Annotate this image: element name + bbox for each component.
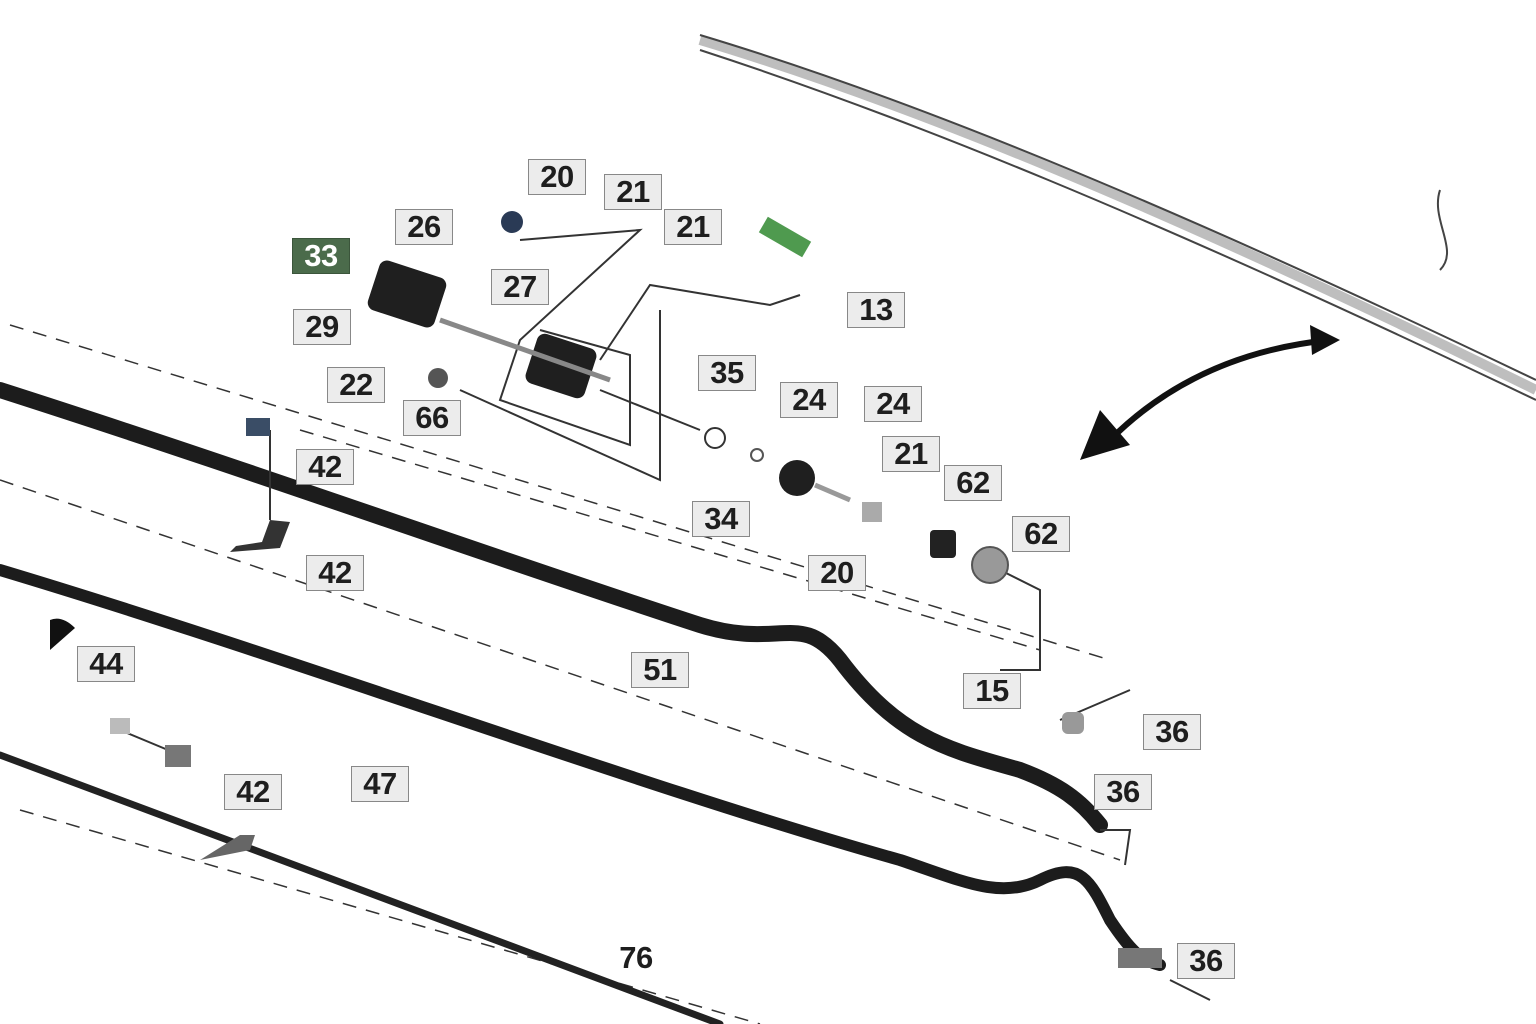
callout-76: 76 (619, 940, 653, 975)
leader-lines (119, 228, 1211, 1001)
callout-21: 21 (604, 174, 662, 210)
dashed-guides (0, 324, 1121, 1024)
callout-29: 29 (293, 309, 351, 345)
callout-35: 35 (698, 355, 756, 391)
callout-44: 44 (77, 646, 135, 682)
callout-42: 42 (224, 774, 282, 810)
callout-42: 42 (296, 449, 354, 485)
callout-34: 34 (692, 501, 750, 537)
callout-21: 21 (664, 209, 722, 245)
callout-20: 20 (808, 555, 866, 591)
callout-22: 22 (327, 367, 385, 403)
cable-76 (0, 751, 724, 1024)
callout-15: 15 (963, 673, 1021, 709)
callout-66: 66 (403, 400, 461, 436)
callout-47: 47 (351, 766, 409, 802)
callout-42: 42 (306, 555, 364, 591)
callout-13: 13 (847, 292, 905, 328)
callout-62: 62 (944, 465, 1002, 501)
callout-24: 24 (864, 386, 922, 422)
callout-21: 21 (882, 436, 940, 472)
callout-36: 36 (1177, 943, 1235, 979)
terrain-inset (698, 34, 1536, 401)
cable-47 (0, 564, 1166, 971)
curved-arrow-icon (1080, 325, 1340, 460)
cable-51 (0, 382, 1108, 833)
callout-20: 20 (528, 159, 586, 195)
callout-27: 27 (491, 269, 549, 305)
callout-62: 62 (1012, 516, 1070, 552)
callout-24: 24 (780, 382, 838, 418)
callout-26: 26 (395, 209, 453, 245)
callout-36: 36 (1094, 774, 1152, 810)
components (50, 211, 1162, 968)
callout-33-highlighted: 33 (292, 238, 350, 274)
callout-36: 36 (1143, 714, 1201, 750)
callout-51: 51 (631, 652, 689, 688)
cables (0, 382, 1166, 1024)
